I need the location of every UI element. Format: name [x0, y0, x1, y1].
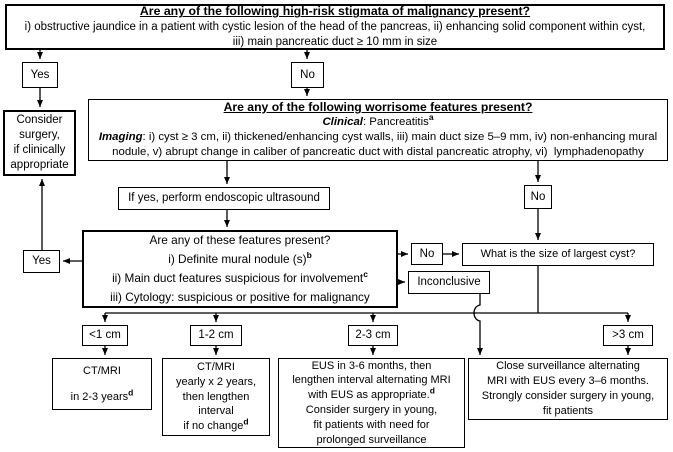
size-gt3cm-box: >3 cm: [603, 325, 653, 346]
consider-surgery-line: appropriate: [10, 159, 69, 171]
plan-2-3cm-text: with EUS as appropriate.: [308, 389, 430, 402]
footnote-d: d: [243, 416, 249, 427]
perform-eus-label: If yes, perform endoscopic ultrasound: [128, 192, 320, 205]
cyst-size-question-label: What is the size of largest cyst?: [480, 248, 636, 261]
size-1-2cm-box: 1-2 cm: [190, 325, 242, 346]
plan-1-2cm-box: CT/MRI yearly x 2 years, then lengthen i…: [162, 358, 270, 436]
size-lt1cm-label: <1 cm: [89, 329, 121, 342]
features-item1: i) Definite mural nodule (s)b: [168, 250, 312, 269]
features-item2: ii) Main duct features suspicious for in…: [112, 269, 368, 288]
no-mid-label: No: [530, 190, 546, 203]
plan-gt3cm-line: Strongly consider surgery in young,: [481, 390, 655, 402]
plan-gt3cm-box: Close surveillance alternating MRI with …: [468, 358, 668, 420]
worrisome-features-box: Are any of the following worrisome featu…: [88, 99, 668, 161]
eus-features-box: Are any of these features present? i) De…: [82, 230, 398, 308]
plan-lt1cm-line: in 2-3 yearsd: [70, 386, 134, 405]
plan-lt1cm-box: CT/MRI in 2-3 yearsd: [52, 358, 152, 410]
inconclusive-box: Inconclusive: [408, 271, 490, 294]
imaging-text: : i) cyst ≥ 3 cm, ii) thickened/enhancin…: [112, 131, 658, 158]
plan-1-2cm-line: interval: [198, 405, 234, 418]
cyst-size-question-box: What is the size of largest cyst?: [462, 243, 654, 266]
high-risk-title: Are any of the following high-risk stigm…: [139, 4, 531, 19]
plan-2-3cm-line: EUS in 3-6 months, then: [311, 359, 432, 372]
high-risk-line2: iii) main pancreatic duct ≥ 10 mm in siz…: [232, 35, 438, 48]
perform-eus-box: If yes, perform endoscopic ultrasound: [118, 187, 330, 210]
size-2-3cm-box: 2-3 cm: [348, 325, 398, 346]
worrisome-imaging-line: Imaging: i) cyst ≥ 3 cm, ii) thickened/e…: [94, 130, 662, 160]
size-2-3cm-label: 2-3 cm: [355, 329, 391, 342]
plan-2-3cm-line: lengthen interval alternating MRI: [292, 374, 451, 387]
yes-box-mid: Yes: [23, 250, 60, 273]
plan-gt3cm-line: fit patients: [542, 404, 594, 417]
consider-surgery-line: if clinically: [13, 144, 66, 156]
worrisome-clinical-line: Clinical: Pancreatitisa: [322, 112, 434, 130]
plan-1-2cm-text: if no change: [183, 420, 244, 433]
plan-2-3cm-box: EUS in 3-6 months, then lengthen interva…: [278, 358, 465, 448]
plan-1-2cm-line: yearly x 2 years,: [175, 375, 257, 388]
no-top-label: No: [300, 68, 315, 81]
plan-2-3cm-line: Consider surgery in young,: [305, 404, 438, 416]
yes-mid-label: Yes: [32, 255, 51, 268]
no-box-top: No: [291, 62, 324, 88]
features-item2-text: ii) Main duct features suspicious for in…: [112, 271, 364, 285]
plan-1-2cm-line: then lengthen: [182, 390, 250, 403]
size-lt1cm-box: <1 cm: [82, 325, 128, 346]
consider-surgery-line: Consider: [16, 114, 63, 126]
no-small-label: No: [419, 247, 435, 260]
inconclusive-label: Inconclusive: [417, 276, 481, 289]
plan-1-2cm-line: if no changed: [183, 416, 249, 434]
size-gt3cm-label: >3 cm: [612, 329, 644, 342]
footnote-b: b: [306, 250, 312, 261]
plan-lt1cm-text: in 2-3 years: [70, 390, 129, 403]
features-item1-text: i) Definite mural nodule (s): [168, 252, 307, 266]
footnote-c: c: [363, 269, 368, 280]
worrisome-title: Are any of the following worrisome featu…: [223, 100, 533, 114]
plan-2-3cm-line: with EUS as appropriate.d: [308, 385, 435, 403]
clinical-text: : Pancreatitis: [362, 116, 429, 128]
footnote-d: d: [128, 386, 134, 397]
plan-2-3cm-line: prolonged surveillance: [316, 433, 427, 446]
yes-box-top: Yes: [22, 62, 58, 88]
plan-lt1cm-line: CT/MRI: [83, 364, 121, 377]
consider-surgery-line: surgery,: [19, 129, 60, 141]
consider-surgery-box: Consider surgery, if clinically appropri…: [3, 110, 76, 176]
plan-gt3cm-line: MRI with EUS every 3–6 months.: [486, 375, 649, 388]
footnote-a: a: [428, 112, 434, 123]
features-title: Are any of these features present?: [149, 233, 331, 247]
plan-gt3cm-line: Close surveillance alternating: [496, 360, 640, 373]
imaging-label: Imaging: [98, 131, 143, 143]
size-1-2cm-label: 1-2 cm: [198, 329, 234, 342]
features-item3: iii) Cytology: suspicious or positive fo…: [110, 290, 370, 304]
high-risk-question-box: Are any of the following high-risk stigm…: [5, 4, 665, 50]
yes-top-label: Yes: [30, 68, 50, 81]
footnote-d: d: [429, 385, 435, 396]
clinical-label: Clinical: [322, 116, 363, 128]
no-box-mid: No: [524, 185, 552, 209]
plan-2-3cm-line: fit patients with need for: [313, 418, 430, 431]
no-box-small: No: [411, 243, 443, 265]
plan-1-2cm-line: CT/MRI: [197, 361, 235, 373]
high-risk-line1: i) obstructive jaundice in a patient wit…: [24, 21, 646, 34]
